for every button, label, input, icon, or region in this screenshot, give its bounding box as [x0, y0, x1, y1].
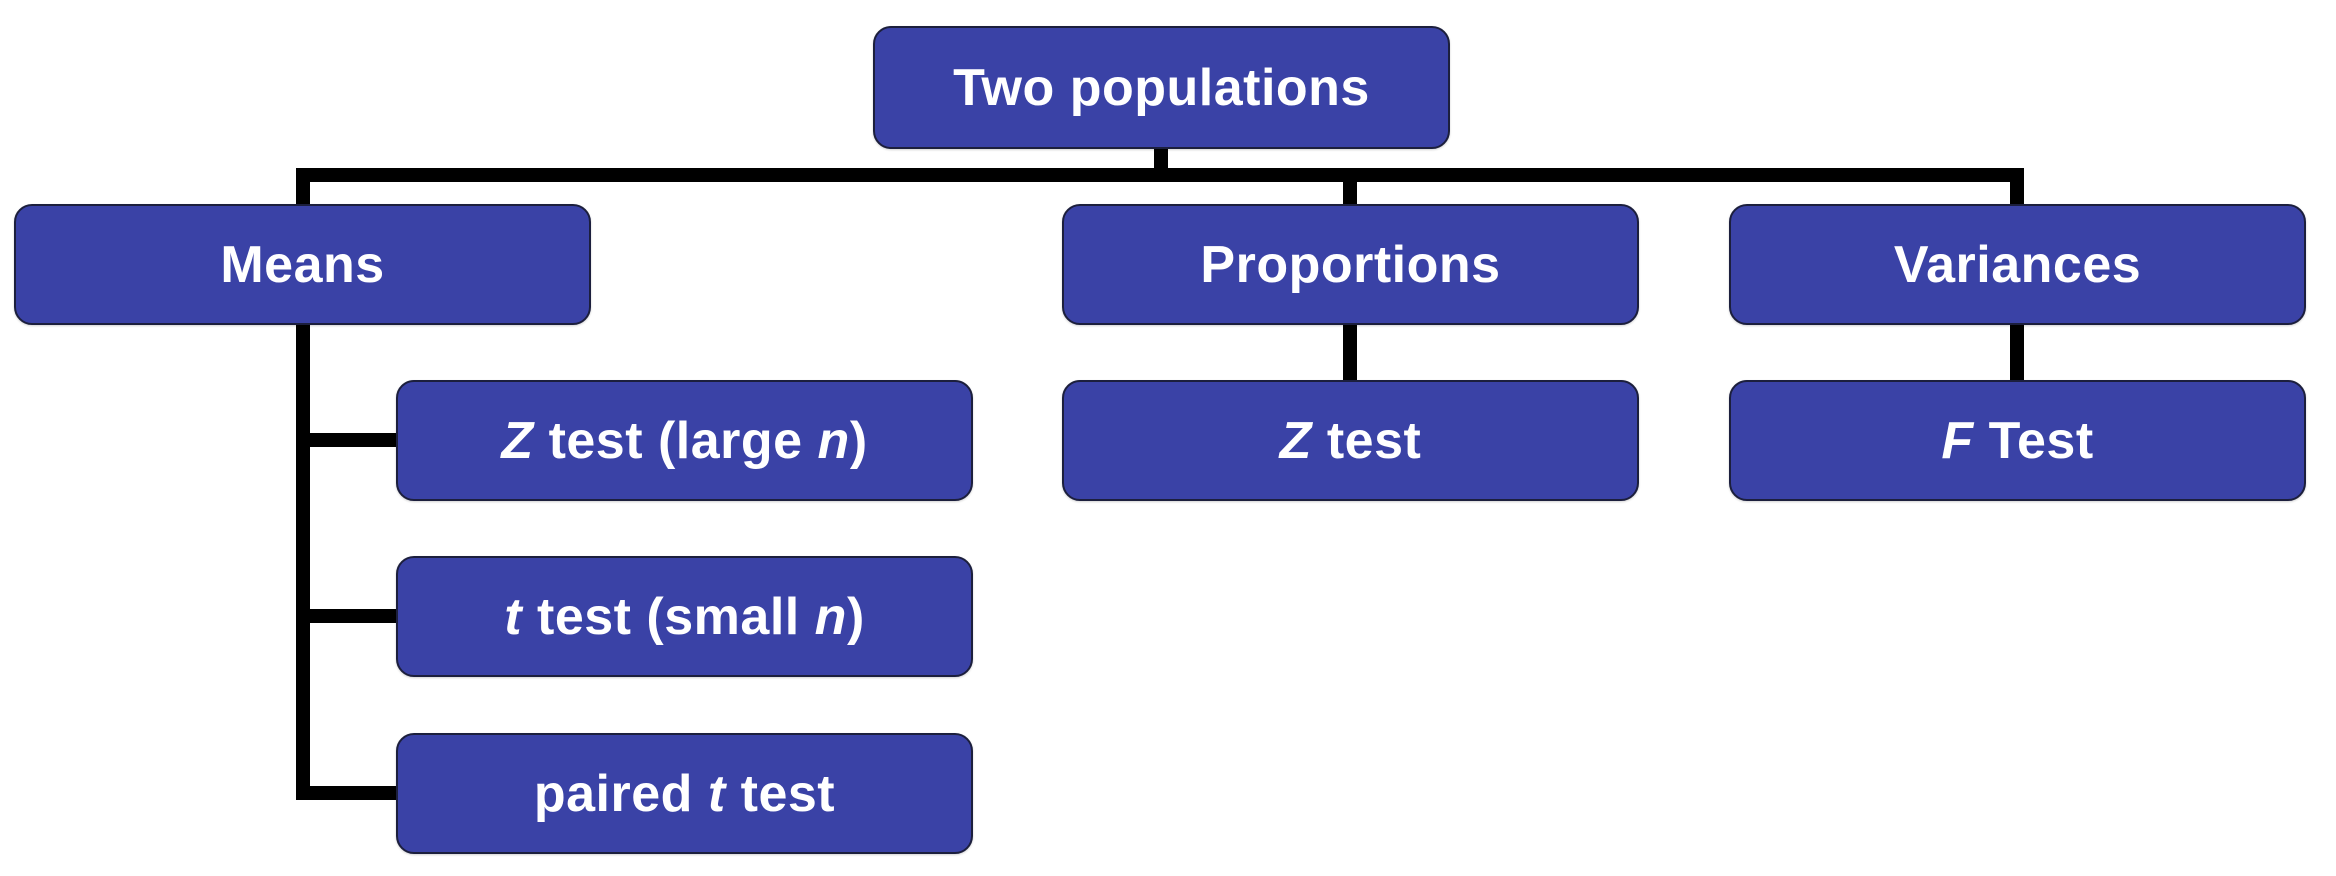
node-z-test-large-n: Z test (large n)	[396, 380, 973, 501]
z-variable: Z	[501, 411, 534, 470]
n-variable: n	[817, 411, 850, 470]
node-f-test: F Test	[1729, 380, 2306, 501]
z-variable: Z	[1279, 411, 1312, 470]
f-variable: F	[1941, 411, 1974, 470]
node-means: Means	[14, 204, 591, 325]
t-small-text: test (small	[522, 587, 815, 646]
z-large-text: test (large	[533, 411, 818, 470]
node-two-populations: Two populations	[873, 26, 1450, 149]
node-proportions: Proportions	[1062, 204, 1639, 325]
t-variable: t	[504, 587, 523, 646]
paired-prefix: paired	[533, 764, 708, 823]
paired-suffix: test	[725, 764, 836, 823]
f-test-suffix: Test	[1973, 411, 2094, 470]
z-prop-suffix: test	[1311, 411, 1422, 470]
n-variable: n	[814, 587, 847, 646]
node-variances: Variances	[1729, 204, 2306, 325]
t-small-close: )	[846, 587, 865, 646]
t-variable: t	[707, 764, 726, 823]
node-means-label: Means	[220, 235, 385, 294]
node-z-test-proportions: Z test	[1062, 380, 1639, 501]
node-proportions-label: Proportions	[1200, 235, 1501, 294]
node-two-populations-label: Two populations	[953, 58, 1370, 117]
node-t-test-small-n: t test (small n)	[396, 556, 973, 677]
z-large-close: )	[849, 411, 868, 470]
node-variances-label: Variances	[1893, 235, 2142, 294]
node-paired-t-test: paired t test	[396, 733, 973, 854]
